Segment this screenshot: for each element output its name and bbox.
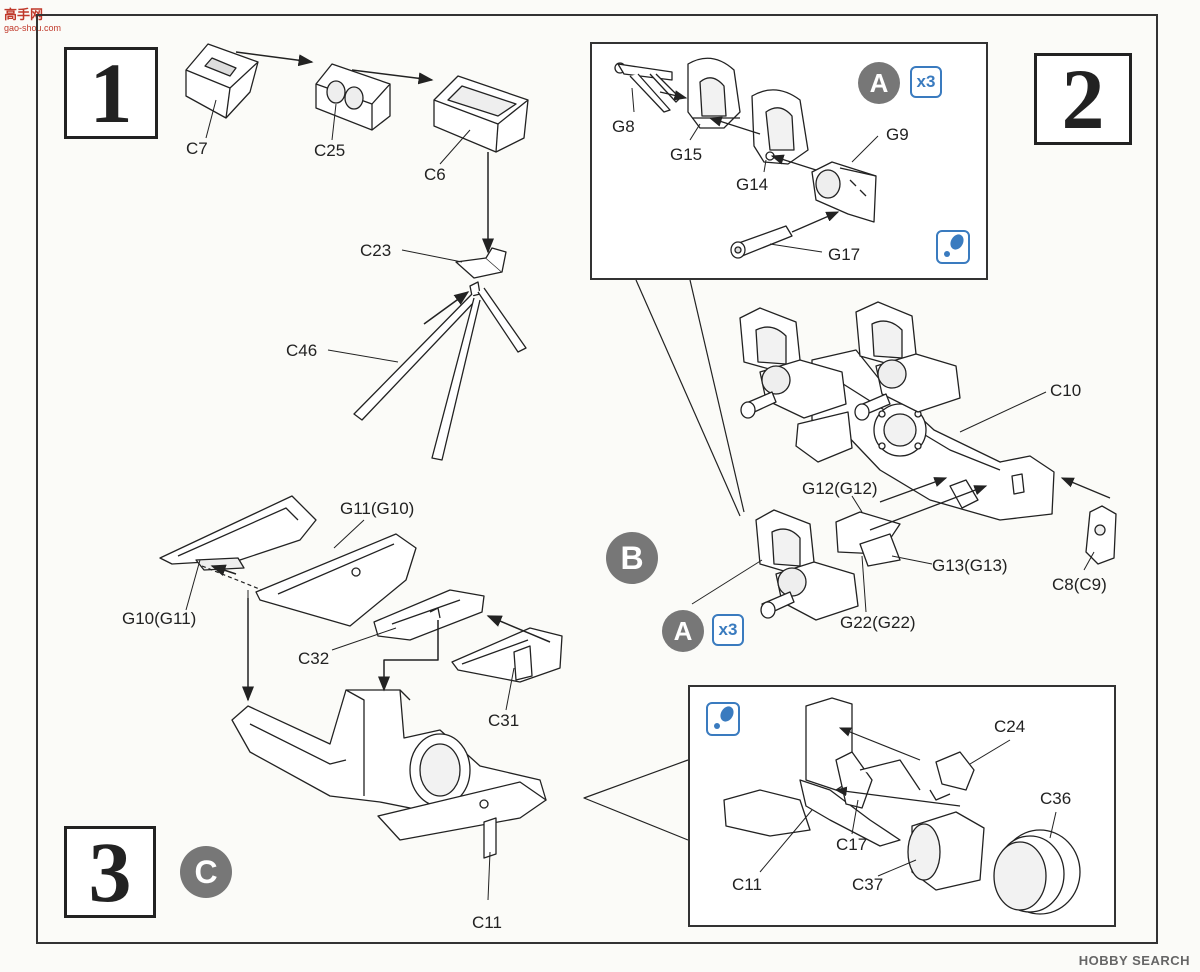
label-g11: G11(G10) — [340, 499, 414, 518]
part-g11-drawing — [255, 533, 417, 627]
label-c46: C46 — [286, 341, 317, 360]
watermark-hobby-search: HOBBY SEARCH — [1078, 953, 1190, 968]
part-c23-drawing — [455, 247, 507, 279]
label-g14: G14 — [736, 175, 768, 194]
label-g13: G13(G13) — [932, 556, 1008, 575]
watermark-title: 高手网 — [4, 7, 44, 22]
part-c7-drawing — [185, 43, 259, 119]
label-g12: G12(G12) — [802, 479, 878, 498]
part-g13-drawing — [859, 533, 901, 567]
part-g14-drawing — [751, 89, 809, 165]
part-c46-drawing — [353, 281, 527, 461]
label-c11-main: C11 — [472, 913, 502, 932]
label-c24: C24 — [994, 717, 1025, 736]
part-c6-drawing — [433, 75, 529, 153]
part-c11-drawing — [231, 689, 547, 859]
part-c24-drawing — [929, 751, 975, 801]
label-c37: C37 — [852, 875, 883, 894]
part-g15-drawing — [687, 57, 741, 129]
label-g10: G10(G11) — [122, 609, 196, 628]
label-c32: C32 — [298, 649, 329, 668]
label-g8: G8 — [612, 117, 635, 136]
label-c7: C7 — [186, 139, 208, 158]
label-g15: G15 — [670, 145, 702, 164]
x3-badge-top: x3 — [910, 66, 942, 98]
wheel-station-lower-left — [755, 509, 859, 621]
part-g17-drawing — [730, 225, 793, 259]
part-c25-drawing — [315, 63, 391, 131]
label-c8: C8(C9) — [1052, 575, 1107, 594]
label-g22: G22(G22) — [840, 613, 916, 632]
step-3-box: 3 — [64, 826, 156, 918]
part-c32-drawing — [373, 589, 485, 641]
part-c31-drawing — [451, 627, 563, 683]
watermark-logo: 高手网 gao-shou.com — [4, 4, 61, 33]
marker-b: B — [606, 532, 658, 584]
x3-badge-bottom: x3 — [712, 614, 744, 646]
label-c25: C25 — [314, 141, 345, 160]
label-g17: G17 — [828, 245, 860, 264]
wheel-station-upper-right — [854, 301, 961, 421]
part-c8-drawing — [1085, 505, 1117, 565]
marker-c: C — [180, 846, 232, 898]
label-c31: C31 — [488, 711, 519, 730]
marker-a-bottom: A — [662, 610, 704, 652]
label-c36: C36 — [1040, 789, 1071, 808]
label-c11-inset: C11 — [732, 875, 762, 894]
label-c10: C10 — [1050, 381, 1081, 400]
part-c37-drawing — [907, 811, 985, 891]
step-2-box: 2 — [1034, 53, 1132, 145]
watermark-url: gao-shou.com — [4, 23, 62, 33]
label-g9: G9 — [886, 125, 909, 144]
label-c17: C17 — [836, 835, 867, 854]
part-c36-drawing — [993, 829, 1081, 915]
marker-a-top: A — [858, 62, 900, 104]
part-g8-drawing — [614, 62, 681, 113]
part-g9-drawing — [811, 161, 877, 223]
instruction-frame — [36, 14, 1158, 944]
step-1-box: 1 — [64, 47, 158, 139]
label-c6: C6 — [424, 165, 446, 184]
paint-brush-icon — [936, 230, 970, 264]
wheel-station-upper-left — [739, 307, 853, 463]
paint-brush-icon — [706, 702, 740, 736]
label-c23: C23 — [360, 241, 391, 260]
part-g10-drawing — [159, 495, 317, 571]
